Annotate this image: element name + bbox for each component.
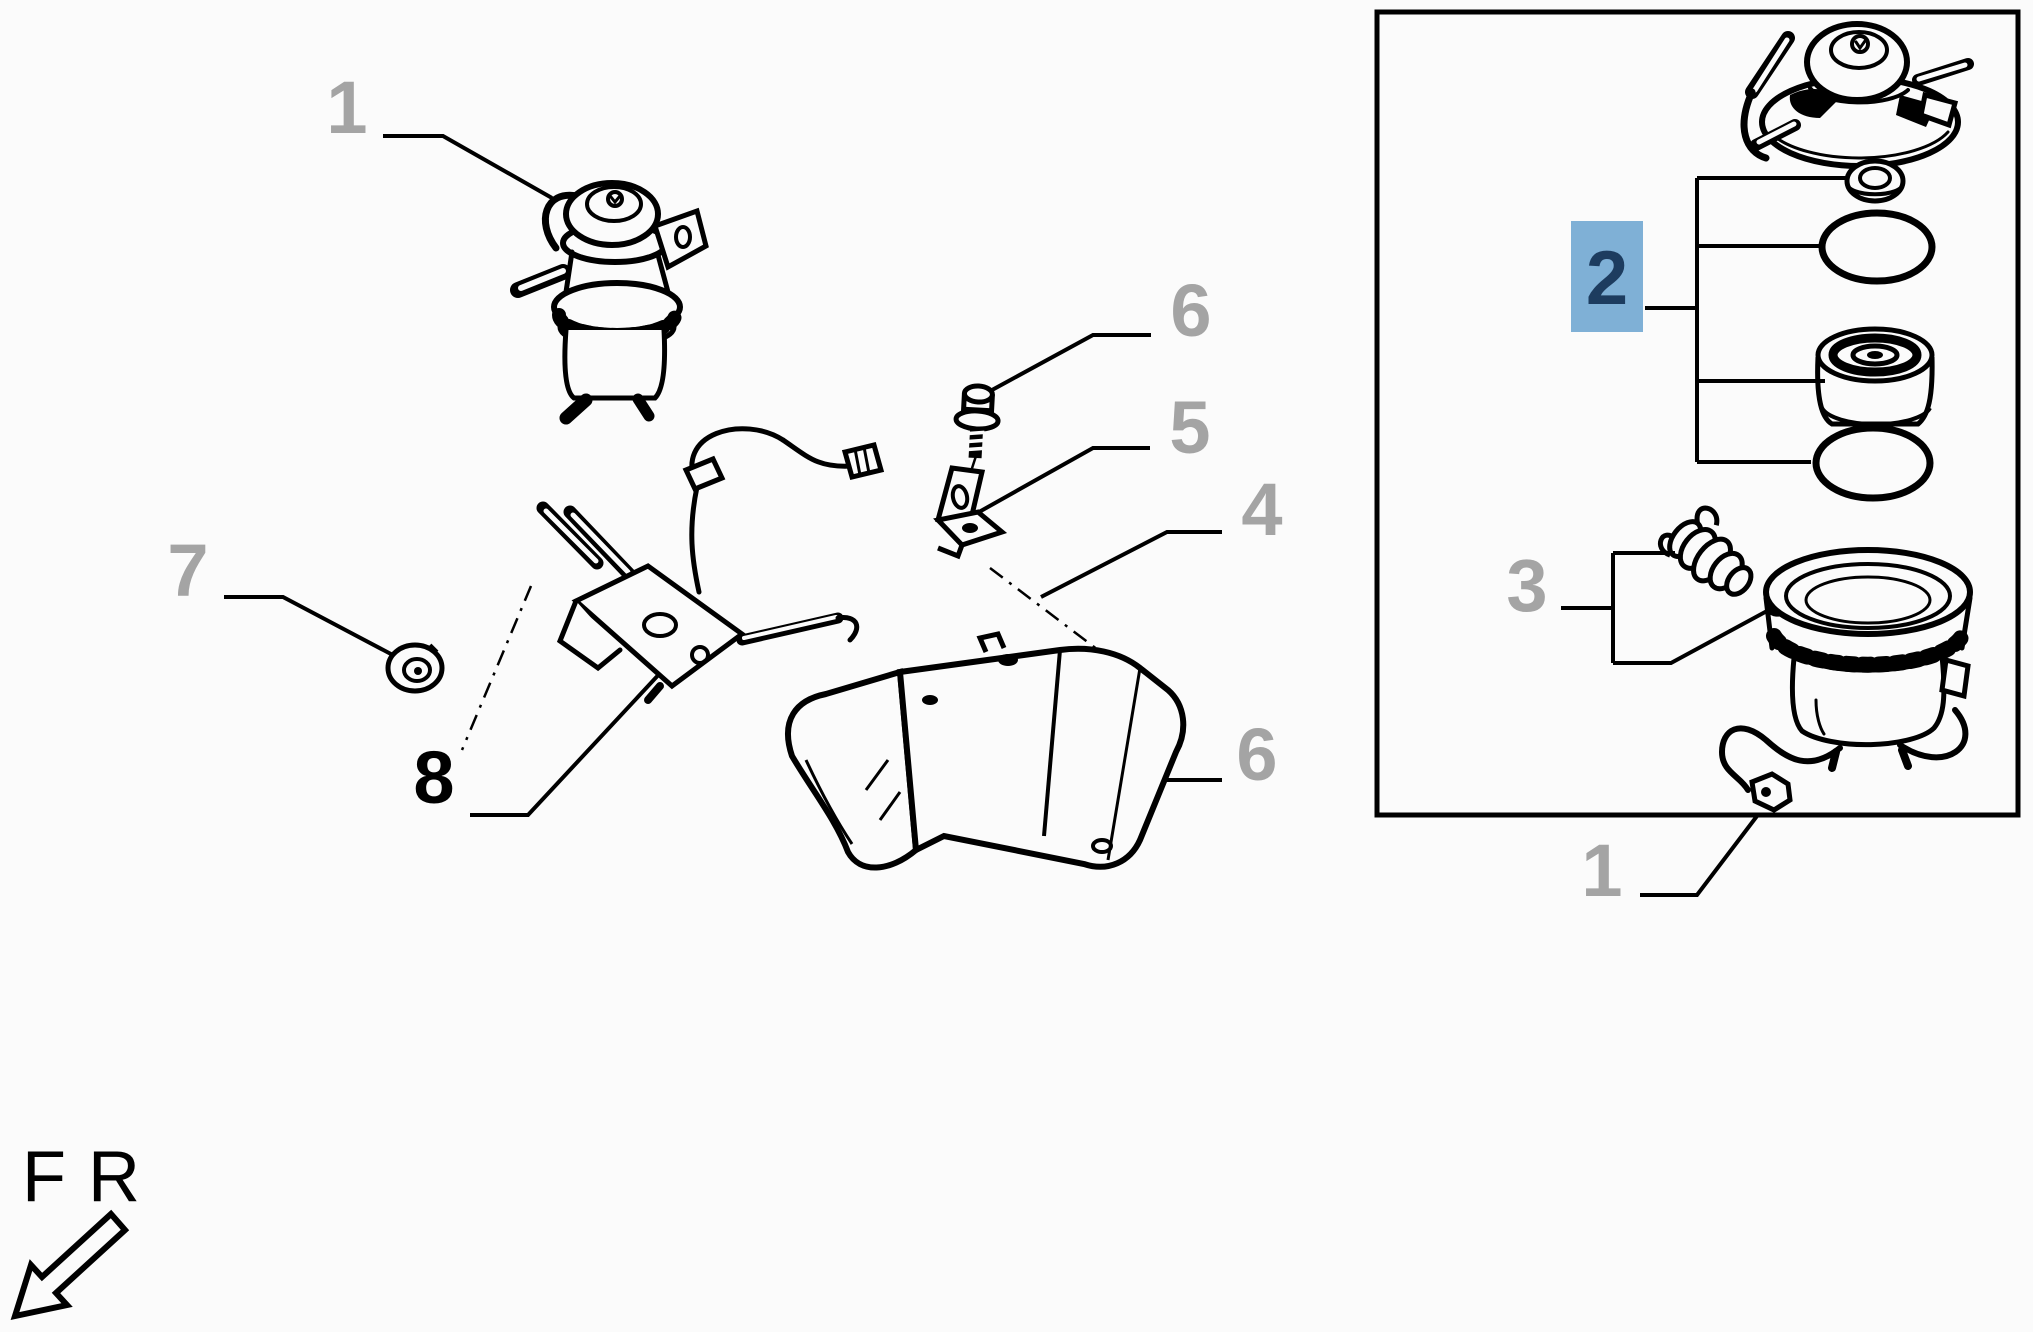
panel-bowl-assembly-art [1718,547,1973,813]
callout-item6-upper[interactable]: 6 [1170,269,1212,352]
bracket-item3 [1561,551,1768,665]
leader-item1-left [383,134,553,200]
fuel-filter-assembly-art [510,180,709,425]
callout-item6-lower[interactable]: 6 [1236,713,1278,796]
callout-item2-selected[interactable]: 2 [1571,221,1643,332]
dash-line-left [460,585,533,751]
panel-pump-head-art [1740,21,1974,169]
callout-item3[interactable]: 3 [1506,544,1548,627]
callout-item8[interactable]: 8 [413,736,455,819]
callout-item5[interactable]: 5 [1169,386,1211,469]
callout-item7[interactable]: 7 [167,529,209,612]
bolt-upper-art [954,385,1000,459]
leader-item4 [1040,530,1222,599]
dash-line-right [989,567,1107,657]
filter-element-art [1815,326,1935,427]
callout-item1-panel[interactable]: 1 [1581,829,1623,912]
leader-item5 [978,446,1150,514]
pipe-bracket-harness-art [536,426,885,704]
panel-bracket-lines [1561,176,1847,897]
bracket-item2 [1695,176,1847,464]
front-direction-arrow-icon [10,1209,130,1320]
o-ring-lower-art [1812,424,1934,502]
o-ring-upper-art [1818,209,1936,285]
leader-item8 [470,639,692,817]
leader-item7 [224,595,407,664]
small-bracket-art [933,465,1008,560]
heat-shield-art [785,631,1187,871]
leader-item1-panel [1640,814,1759,897]
leader-item6-upper [980,333,1151,398]
callout-item4[interactable]: 4 [1241,468,1283,551]
detail-panel-frame [1374,9,2021,818]
grommet-art [385,642,445,694]
front-direction-label: FR [22,1137,162,1217]
callout-item1-left[interactable]: 1 [326,66,368,149]
panel-filter-kit-art [1812,158,1936,502]
